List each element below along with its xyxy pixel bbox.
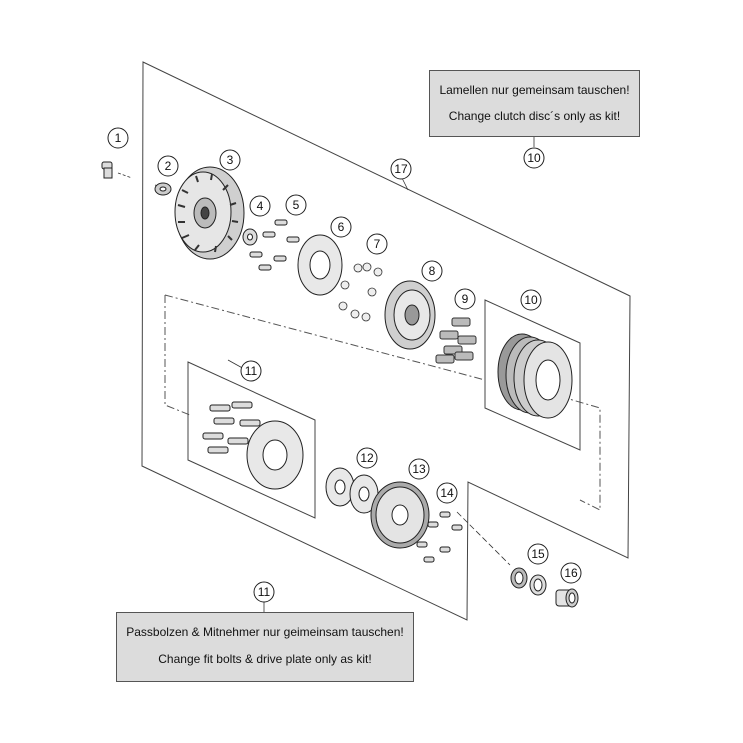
svg-text:15: 15 [531, 547, 545, 561]
callout-15: 15 [527, 543, 549, 565]
callout-17: 17 [390, 158, 412, 180]
svg-text:11: 11 [258, 585, 271, 599]
part-8-pressure-plate [384, 280, 436, 350]
callout-8: 8 [421, 260, 443, 282]
note-clutch-disc-kit: Lamellen nur gemeinsam tauschen! Change … [429, 70, 640, 137]
dashed-group-outline [164, 295, 191, 416]
callout-2: 2 [157, 155, 179, 177]
callout-6: 6 [330, 216, 352, 238]
callout-9: 9 [454, 288, 476, 310]
svg-text:12: 12 [360, 451, 374, 465]
part-13-primary-gear [370, 481, 430, 549]
callout-11-part: 11 [240, 360, 262, 382]
svg-text:16: 16 [564, 566, 578, 580]
part-9-springs [435, 317, 477, 364]
part-10-disc-pack [497, 333, 573, 419]
svg-text:8: 8 [429, 264, 436, 278]
callout-7: 7 [366, 233, 388, 255]
svg-text:9: 9 [462, 292, 469, 306]
svg-text:10: 10 [527, 151, 541, 165]
dashed-group-right [544, 391, 601, 511]
part-15-bearings [510, 567, 547, 596]
callout-1: 1 [107, 127, 129, 149]
svg-text:3: 3 [227, 153, 234, 167]
part-6-plate [297, 234, 343, 296]
part-3-clutch-basket [174, 166, 245, 260]
kit-11-outline [187, 361, 316, 519]
note-top-line-en: Change clutch disc´s only as kit! [448, 109, 621, 123]
callout-11-note: 11 [253, 581, 275, 603]
svg-text:4: 4 [257, 199, 264, 213]
part-16-sleeve [555, 588, 579, 608]
dashed-group-top [164, 294, 486, 381]
part-4-washer [242, 228, 258, 246]
callout-14: 14 [436, 482, 458, 504]
svg-text:2: 2 [165, 159, 172, 173]
svg-text:7: 7 [374, 237, 381, 251]
note-bottom-line-en: Change fit bolts & drive plate only as k… [158, 652, 372, 666]
part-7-balls [338, 262, 383, 322]
callout-10-part: 10 [520, 289, 542, 311]
svg-text:11: 11 [245, 364, 258, 378]
callout-16: 16 [560, 562, 582, 584]
assembly-17-outline [141, 61, 631, 621]
note-top-line-de: Lamellen nur gemeinsam tauschen! [439, 83, 630, 97]
part-5-screws [249, 219, 300, 271]
svg-text:10: 10 [524, 293, 538, 307]
part-2-washer [154, 182, 172, 196]
svg-text:1: 1 [115, 131, 122, 145]
svg-text:17: 17 [394, 162, 408, 176]
part-11-fit-bolts [202, 401, 261, 454]
note-bottom-line-de: Passbolzen & Mitnehmer nur geimeinsam ta… [126, 625, 404, 639]
callout-10-note: 10 [523, 147, 545, 169]
part-14-screws [416, 511, 463, 563]
svg-text:13: 13 [412, 462, 426, 476]
kit-10-outline [484, 299, 581, 451]
svg-text:14: 14 [440, 486, 454, 500]
svg-text:5: 5 [293, 198, 300, 212]
callout-13: 13 [408, 458, 430, 480]
callout-4: 4 [249, 195, 271, 217]
part-11-drive-plate [246, 420, 304, 490]
part-1-bolt [101, 161, 113, 179]
part-12-shims [325, 467, 379, 514]
svg-text:6: 6 [338, 220, 345, 234]
callout-3: 3 [219, 149, 241, 171]
callout-12: 12 [356, 447, 378, 469]
callout-5: 5 [285, 194, 307, 216]
note-fit-bolts-kit: Passbolzen & Mitnehmer nur geimeinsam ta… [116, 612, 414, 682]
